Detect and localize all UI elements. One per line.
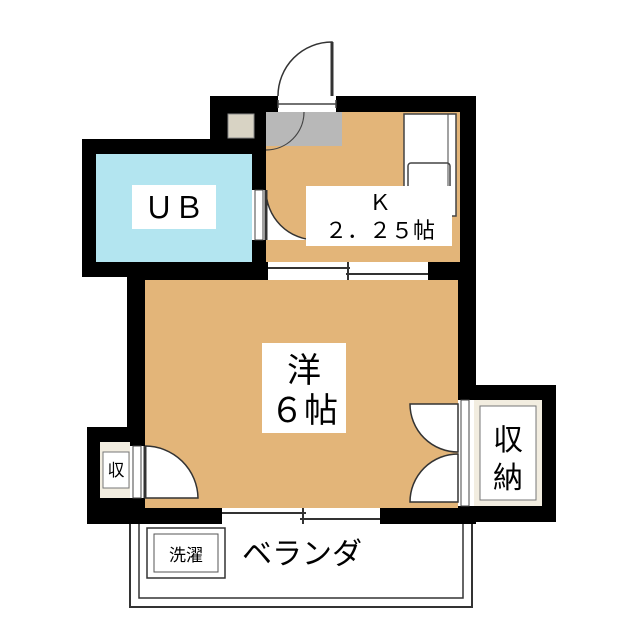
kitchen-label-line1: Ｋ	[369, 191, 391, 216]
closet-small-label: 収	[108, 461, 125, 481]
laundry-label: 洗濯	[169, 546, 203, 566]
laundry-area	[146, 527, 226, 579]
western-label-box	[262, 343, 346, 433]
entrance-step	[227, 113, 255, 139]
closet-large-label-line2: 納	[493, 461, 523, 496]
unit-bath-label-box	[132, 185, 216, 229]
balcony-window[interactable]	[222, 508, 380, 524]
unit-bath-label: ＵＢ	[144, 191, 204, 226]
balcony-label: ベランダ	[242, 537, 362, 572]
western-label-line1: 洋	[287, 351, 321, 391]
closet-small-inner	[102, 451, 130, 489]
closet-large-doors[interactable]	[409, 399, 474, 507]
kitchen-label-line2: ２．２５帖	[325, 219, 435, 244]
bath-door[interactable]	[252, 189, 317, 241]
entrance-door-swing	[265, 111, 305, 151]
western-label-line2: ６帖	[270, 391, 338, 431]
closet-small-door[interactable]	[130, 445, 199, 499]
closet-large-inner	[479, 405, 537, 501]
sliding-door-kitchen[interactable]	[268, 262, 428, 280]
closet-large-label-line1: 収	[493, 423, 523, 458]
kitchen-label-box	[306, 186, 452, 246]
front-door[interactable]	[277, 41, 337, 112]
